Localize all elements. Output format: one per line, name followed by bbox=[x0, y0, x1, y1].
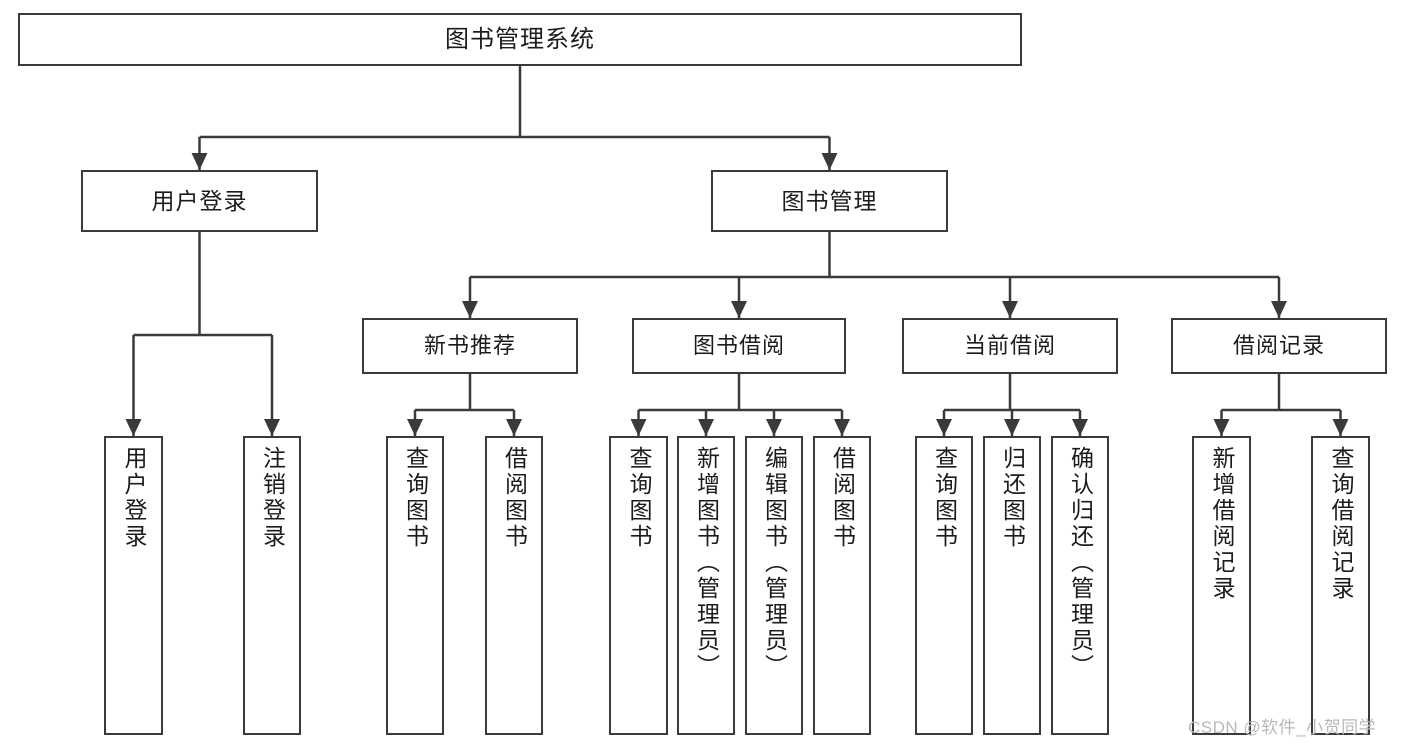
node-leaf-borrow-book-2[interactable]: 借阅图书 bbox=[813, 436, 871, 735]
node-leaf-add-book[interactable]: 新增图书（管理员） bbox=[677, 436, 735, 735]
node-label-current-borrow: 当前借阅 bbox=[963, 333, 1056, 359]
watermark-label: CSDN @软件_小贺同学 bbox=[1188, 718, 1377, 737]
connector-arrowhead-new-book-rec-0 bbox=[407, 419, 423, 436]
connector-arrowhead-root-1 bbox=[821, 153, 838, 170]
connector-arrowhead-current-borrow-2 bbox=[1072, 419, 1088, 436]
node-current-borrow[interactable]: 当前借阅 bbox=[902, 318, 1118, 374]
connector-arrowhead-book-borrow-0 bbox=[630, 419, 647, 436]
node-label-leaf-borrow-book-2: 借阅图书 bbox=[829, 446, 856, 550]
node-label-leaf-query-record: 查询借阅记录 bbox=[1328, 446, 1354, 602]
node-label-leaf-logout: 注销登录 bbox=[259, 446, 286, 550]
node-label-new-book-rec: 新书推荐 bbox=[423, 333, 516, 359]
node-book-manage[interactable]: 图书管理 bbox=[711, 170, 948, 232]
node-label-book-manage: 图书管理 bbox=[781, 187, 878, 214]
connector-arrowhead-current-borrow-1 bbox=[1004, 419, 1020, 436]
node-leaf-query-record[interactable]: 查询借阅记录 bbox=[1311, 436, 1370, 735]
node-label-leaf-query-book-1: 查询图书 bbox=[402, 446, 429, 550]
node-leaf-query-book-1[interactable]: 查询图书 bbox=[386, 436, 444, 735]
connector-arrowhead-user-login-0 bbox=[125, 419, 142, 436]
node-label-leaf-user-login: 用户登录 bbox=[121, 446, 147, 550]
node-leaf-edit-book[interactable]: 编辑图书（管理员） bbox=[745, 436, 803, 735]
node-label-leaf-return-book: 归还图书 bbox=[999, 446, 1026, 550]
node-leaf-query-book-2[interactable]: 查询图书 bbox=[609, 436, 668, 735]
node-label-borrow-record: 借阅记录 bbox=[1232, 333, 1325, 359]
node-book-borrow[interactable]: 图书借阅 bbox=[632, 318, 846, 374]
connector-arrowhead-book-manage-1 bbox=[731, 301, 747, 318]
connector-arrowhead-book-borrow-3 bbox=[834, 419, 850, 436]
connector-arrowhead-current-borrow-0 bbox=[936, 419, 952, 436]
node-label-user-login: 用户登录 bbox=[151, 187, 248, 214]
node-label-leaf-edit-book: 编辑图书（管理员） bbox=[761, 446, 788, 680]
node-root[interactable]: 图书管理系统 bbox=[18, 13, 1022, 66]
connector-arrowhead-root-0 bbox=[191, 153, 208, 170]
node-leaf-logout[interactable]: 注销登录 bbox=[243, 436, 301, 735]
node-label-leaf-borrow-book-1: 借阅图书 bbox=[501, 446, 528, 550]
connector-arrowhead-book-manage-0 bbox=[462, 301, 478, 318]
node-leaf-add-record[interactable]: 新增借阅记录 bbox=[1192, 436, 1251, 735]
node-leaf-borrow-book-1[interactable]: 借阅图书 bbox=[485, 436, 543, 735]
node-label-leaf-query-book-3: 查询图书 bbox=[931, 446, 958, 550]
node-label-leaf-add-record: 新增借阅记录 bbox=[1209, 446, 1235, 602]
node-label-leaf-add-book: 新增图书（管理员） bbox=[693, 446, 720, 680]
connector-arrowhead-book-borrow-1 bbox=[698, 419, 714, 436]
node-label-book-borrow: 图书借阅 bbox=[692, 333, 785, 359]
node-label-leaf-confirm-return: 确认归还（管理员） bbox=[1067, 446, 1094, 680]
connector-arrowhead-book-manage-2 bbox=[1002, 301, 1018, 318]
connector-arrowhead-book-borrow-2 bbox=[766, 419, 782, 436]
node-label-root: 图书管理系统 bbox=[445, 25, 595, 53]
connector-arrowhead-new-book-rec-1 bbox=[506, 419, 522, 436]
node-borrow-record[interactable]: 借阅记录 bbox=[1171, 318, 1387, 374]
node-leaf-user-login[interactable]: 用户登录 bbox=[104, 436, 163, 735]
node-leaf-query-book-3[interactable]: 查询图书 bbox=[915, 436, 973, 735]
connector-arrowhead-borrow-record-0 bbox=[1213, 419, 1230, 436]
node-user-login[interactable]: 用户登录 bbox=[81, 170, 318, 232]
node-label-leaf-query-book-2: 查询图书 bbox=[626, 446, 652, 550]
node-leaf-confirm-return[interactable]: 确认归还（管理员） bbox=[1051, 436, 1109, 735]
node-leaf-return-book[interactable]: 归还图书 bbox=[983, 436, 1041, 735]
connector-arrowhead-book-manage-3 bbox=[1271, 301, 1287, 318]
connector-arrowhead-borrow-record-1 bbox=[1332, 419, 1349, 436]
connector-arrowhead-user-login-1 bbox=[264, 419, 280, 436]
node-new-book-rec[interactable]: 新书推荐 bbox=[362, 318, 578, 374]
